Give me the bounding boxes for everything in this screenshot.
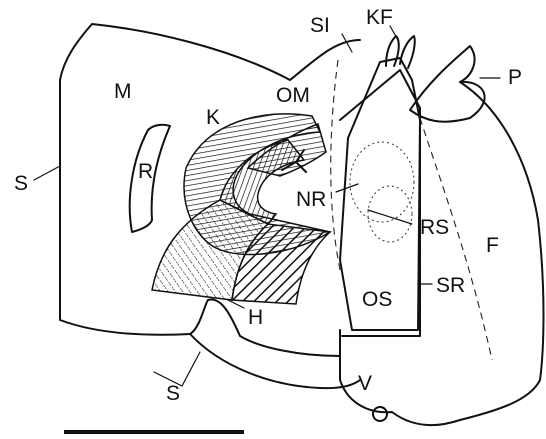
v-eye-mark: [373, 407, 387, 421]
label-k: K: [206, 106, 220, 129]
label-sr: SR: [436, 274, 465, 297]
label-v: V: [358, 372, 372, 395]
label-nr: NR: [296, 188, 326, 211]
f-plate: [460, 82, 544, 380]
leader-rs: [368, 210, 412, 224]
label-h: H: [248, 306, 263, 329]
label-rs: RS: [420, 216, 449, 239]
label-r: R: [138, 160, 153, 183]
nr-dotted-body: [350, 142, 414, 222]
label-om: OM: [276, 84, 310, 107]
label-s-left: S: [14, 172, 28, 195]
p-palp: [410, 46, 485, 122]
f-dashed: [420, 118, 492, 360]
leader-s-left: [34, 166, 60, 180]
os-dotted-body: [368, 186, 412, 242]
label-si: SI: [310, 14, 330, 37]
si-dashed: [331, 60, 340, 270]
label-os: OS: [362, 288, 392, 311]
leader-s-bottom: [154, 352, 200, 386]
leader-nr: [336, 184, 358, 192]
label-s-bottom: S: [166, 382, 180, 405]
label-f: F: [486, 234, 499, 257]
lower-lobe-outline: [190, 334, 360, 388]
kf-finger-1: [386, 36, 399, 66]
label-p: P: [508, 66, 522, 89]
label-kf: KF: [366, 6, 393, 29]
label-m: M: [114, 80, 132, 103]
